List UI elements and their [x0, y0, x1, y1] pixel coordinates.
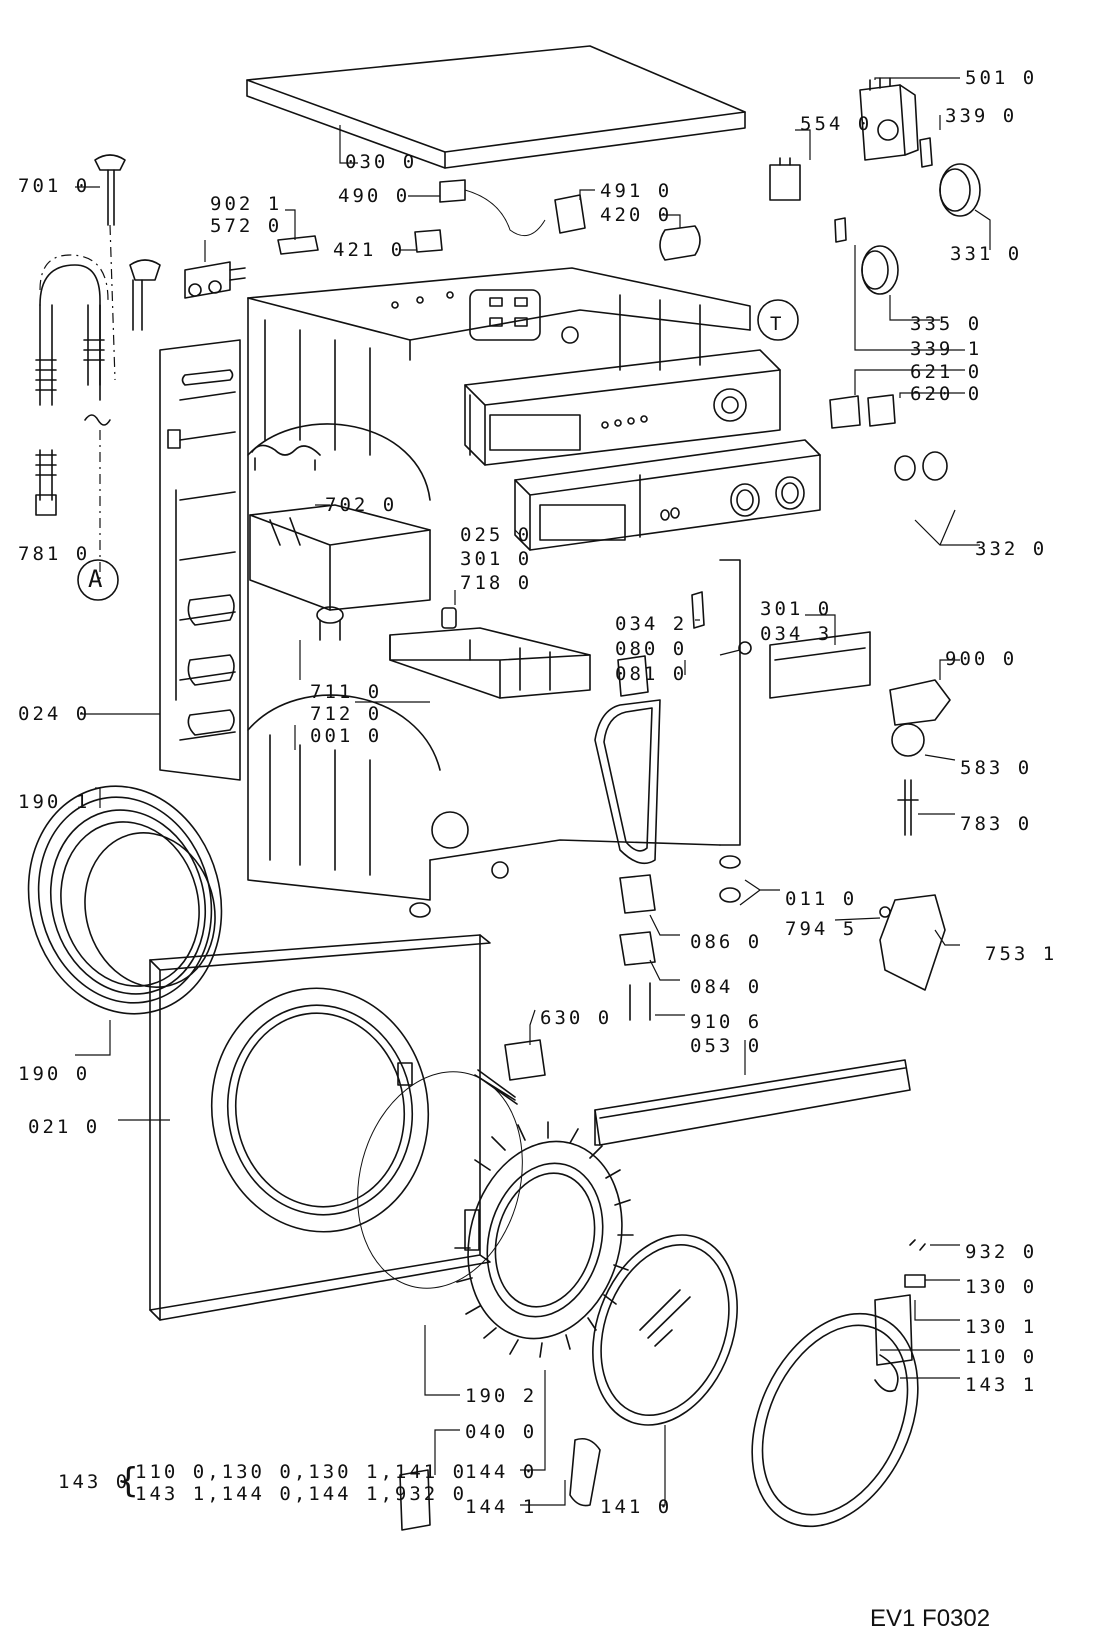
back-panel — [159, 339, 241, 781]
callout-T: T — [770, 313, 781, 335]
label-080: 080 0 — [615, 638, 687, 660]
label-025: 025 0 — [460, 524, 532, 546]
label-084: 084 0 — [690, 976, 762, 998]
label-190-1: 190 1 — [18, 791, 90, 813]
label-783: 783 0 — [960, 813, 1032, 835]
detergent-dispenser — [249, 504, 871, 699]
label-110: 110 0 — [965, 1346, 1037, 1368]
label-144-0: 144 0 — [465, 1461, 537, 1483]
door-assembly — [357, 1069, 919, 1528]
cabinet-body — [247, 267, 751, 901]
hoses-valves — [35, 154, 321, 601]
top-lid — [246, 45, 746, 169]
label-794: 794 5 — [785, 918, 857, 940]
label-621: 621 0 — [910, 361, 982, 383]
label-554: 554 0 — [800, 113, 872, 135]
svg-text:{: { — [118, 1461, 138, 1501]
kit-line-2: 143 1,144 0,144 1,932 0 — [135, 1483, 467, 1505]
label-190-2: 190 2 — [465, 1385, 537, 1407]
door-seal — [27, 785, 223, 1015]
label-420: 420 0 — [600, 204, 672, 226]
kit-line-1: 110 0,130 0,130 1,141 0 — [135, 1461, 467, 1483]
label-331: 331 0 — [950, 243, 1022, 265]
label-086: 086 0 — [690, 931, 762, 953]
label-130-0: 130 0 — [965, 1276, 1037, 1298]
electrical-parts — [277, 77, 981, 481]
label-753: 753 1 — [985, 943, 1057, 965]
label-021: 021 0 — [28, 1116, 100, 1138]
callout-A: A — [88, 565, 103, 593]
label-702: 702 0 — [325, 494, 397, 516]
label-339-1: 339 1 — [910, 338, 982, 360]
kit-id: 143 0 — [58, 1471, 130, 1493]
label-712: 712 0 — [310, 703, 382, 725]
label-932: 932 0 — [965, 1241, 1037, 1263]
lower-small-parts — [399, 591, 951, 1531]
label-130-1: 130 1 — [965, 1316, 1037, 1338]
leader-lines — [75, 77, 991, 1506]
label-024: 024 0 — [18, 703, 90, 725]
label-501: 501 0 — [965, 67, 1037, 89]
control-panel — [464, 349, 821, 551]
label-301-a: 301 0 — [460, 548, 532, 570]
label-701: 701 0 — [18, 175, 90, 197]
label-620: 620 0 — [910, 383, 982, 405]
label-332: 332 0 — [975, 538, 1047, 560]
label-143-1: 143 1 — [965, 1374, 1037, 1396]
label-301-b: 301 0 — [760, 598, 832, 620]
label-910: 910 6 — [690, 1011, 762, 1033]
label-053: 053 0 — [690, 1035, 762, 1057]
diagram-code: EV1 F0302 — [870, 1605, 990, 1632]
label-339-0: 339 0 — [945, 105, 1017, 127]
label-718: 718 0 — [460, 572, 532, 594]
label-144-1: 144 1 — [465, 1496, 537, 1518]
label-034-2: 034 2 — [615, 613, 687, 635]
label-421: 421 0 — [333, 239, 405, 261]
label-011: 011 0 — [785, 888, 857, 910]
label-491: 491 0 — [600, 180, 672, 202]
label-900: 900 0 — [945, 648, 1017, 670]
label-490: 490 0 — [338, 185, 410, 207]
front-panel — [149, 934, 491, 1321]
label-711: 711 0 — [310, 681, 382, 703]
label-902: 902 1 — [210, 193, 282, 215]
label-630: 630 0 — [540, 1007, 612, 1029]
label-141: 141 0 — [600, 1496, 672, 1518]
label-583: 583 0 — [960, 757, 1032, 779]
label-781: 781 0 — [18, 543, 90, 565]
part-labels: 501 0 339 0 554 0 331 0 335 0 339 1 621 … — [18, 67, 1057, 1632]
label-572: 572 0 — [210, 215, 282, 237]
label-335: 335 0 — [910, 313, 982, 335]
label-081: 081 0 — [615, 663, 687, 685]
label-034-3: 034 3 — [760, 623, 832, 645]
label-190-0: 190 0 — [18, 1063, 90, 1085]
label-001: 001 0 — [310, 725, 382, 747]
label-040: 040 0 — [465, 1421, 537, 1443]
label-030: 030 0 — [345, 151, 417, 173]
